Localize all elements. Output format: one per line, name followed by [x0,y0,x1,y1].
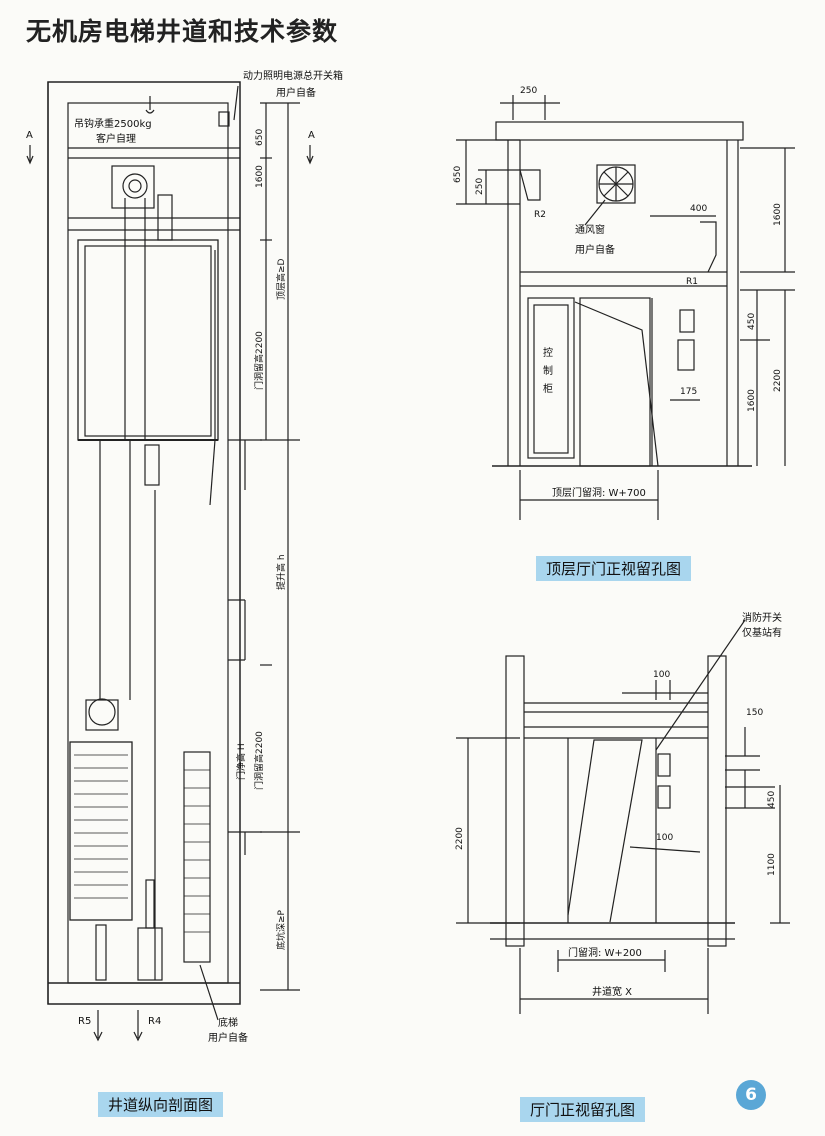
user-supplied-label-1: 用户自备 [276,86,316,99]
dim-250-top: 250 [520,86,537,96]
cabinet-char-3: 柜 [543,382,553,395]
top-height-label: 顶层高≥D [275,258,287,300]
dim-2200-br: 2200 [455,827,465,850]
base-only-label: 仅基站有 [742,626,782,639]
r4-label: R4 [148,1016,161,1027]
dim-400: 400 [690,204,707,214]
top-floor-door-drawing [456,95,795,520]
dim-450-tr: 450 [747,313,757,330]
dim-1600-left: 1600 [255,165,265,188]
pit-depth-label: 底坑深≥P [275,909,287,950]
shaft-section-drawing [26,81,314,1042]
door-opening-br: 门留洞: W+200 [568,946,642,959]
dim-175: 175 [680,387,697,397]
dim-650-tr: 650 [453,166,463,183]
top-door-caption: 顶层厅门正视留孔图 [536,556,692,581]
cabinet-char-1: 控 [543,346,553,359]
hall-door-caption: 厅门正视留孔图 [520,1097,646,1122]
dim-650-left: 650 [255,129,265,146]
cabinet-char-2: 制 [543,364,553,377]
r5-label: R5 [78,1016,91,1027]
door-opening-label-2: 门洞留高2200 [253,731,265,790]
user-supplied-tr: 用户自备 [575,243,615,256]
shaft-width-label: 井道宽 X [592,985,632,998]
r2-label: R2 [534,210,546,220]
section-mark-left: A [26,130,33,141]
main-switch-label: 动力照明电源总开关箱 [243,69,343,82]
fire-switch-label: 消防开关 [742,611,782,624]
dim-100-top: 100 [653,670,670,680]
page-number-badge: 6 [736,1080,766,1110]
dim-1600-tr: 1600 [747,389,757,412]
customer-handles-label: 客户自理 [96,132,136,145]
door-clear-label: 门净高 H [235,743,247,780]
dim-250-side: 250 [475,178,485,195]
dim-2200-tr: 2200 [773,369,783,392]
hook-load-label: 吊钩承重2500kg [74,117,152,130]
r1-label: R1 [686,277,698,287]
dim-150: 150 [746,708,763,718]
door-opening-label: 门洞留高2200 [253,331,265,390]
dim-1100: 1100 [767,853,777,876]
section-mark-right: A [308,130,315,141]
dim-1600-right: 1600 [773,203,783,226]
ladder-label: 底梯 [218,1016,238,1029]
hall-door-drawing [456,619,790,1014]
travel-height-label: 提升高 h [275,554,287,590]
user-supplied-label-2: 用户自备 [208,1031,248,1044]
dim-100-mid: 100 [656,833,673,843]
top-opening-label: 顶层门留洞: W+700 [552,486,646,499]
vent-label: 通风窗 [575,223,605,236]
shaft-section-caption: 井道纵向剖面图 [98,1092,224,1117]
dim-450-br: 450 [767,791,777,808]
page-title: 无机房电梯井道和技术参数 [26,17,339,46]
